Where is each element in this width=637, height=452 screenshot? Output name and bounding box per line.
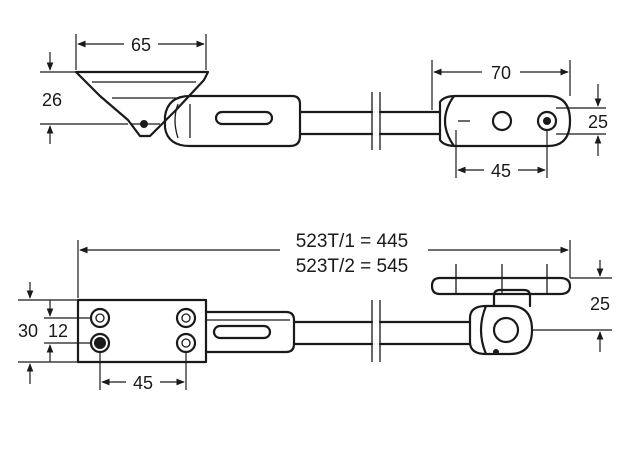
end-plate-bottom <box>430 264 572 296</box>
bottom-view: 523T/1 = 445 523T/2 = 545 30 12 45 <box>18 231 612 393</box>
dim-45-bottom: 45 <box>99 352 187 393</box>
plate-hole <box>175 307 197 329</box>
dim-65: 65 <box>75 34 207 70</box>
dim-label-25-top: 25 <box>588 112 608 132</box>
plate-hole <box>89 307 111 329</box>
dim-12: 12 <box>44 300 90 362</box>
dim-25-top: 25 <box>556 84 608 156</box>
rod-bottom-right <box>378 320 472 346</box>
dim-label-70: 70 <box>491 63 511 83</box>
dim-label-30: 30 <box>18 321 38 341</box>
rod-top-right <box>378 110 442 136</box>
dim-25-bottom: 25 <box>532 260 612 352</box>
dim-26: 26 <box>40 52 128 144</box>
model-length-2: 523T/2 = 545 <box>296 256 409 277</box>
rod-top-left <box>298 110 374 136</box>
model-length-1: 523T/1 = 445 <box>296 231 409 252</box>
bracket-top <box>74 70 210 138</box>
dim-label-12: 12 <box>48 321 68 341</box>
plate-hole <box>89 332 111 354</box>
break-bottom <box>371 300 381 362</box>
sleeve-bottom <box>204 310 296 354</box>
mounting-plate <box>76 298 208 364</box>
dim-label-45-bottom: 45 <box>133 373 153 393</box>
dim-label-26: 26 <box>42 90 62 110</box>
dim-label-45-top: 45 <box>491 161 511 181</box>
dim-70: 70 <box>431 60 571 110</box>
knuckle-top <box>163 94 302 148</box>
pivot-bottom <box>468 288 534 356</box>
dim-45-top: 45 <box>455 130 548 181</box>
top-view: 65 26 70 45 <box>40 34 608 181</box>
dim-label-65: 65 <box>131 35 151 55</box>
rod-end-top <box>438 94 572 148</box>
dim-label-25-bottom: 25 <box>590 294 610 314</box>
break-top <box>371 92 381 150</box>
dim-30: 30 <box>18 282 78 384</box>
rod-bottom-left <box>292 320 374 346</box>
dim-overall-length: 523T/1 = 445 523T/2 = 545 <box>77 231 571 298</box>
plate-hole <box>175 332 197 354</box>
